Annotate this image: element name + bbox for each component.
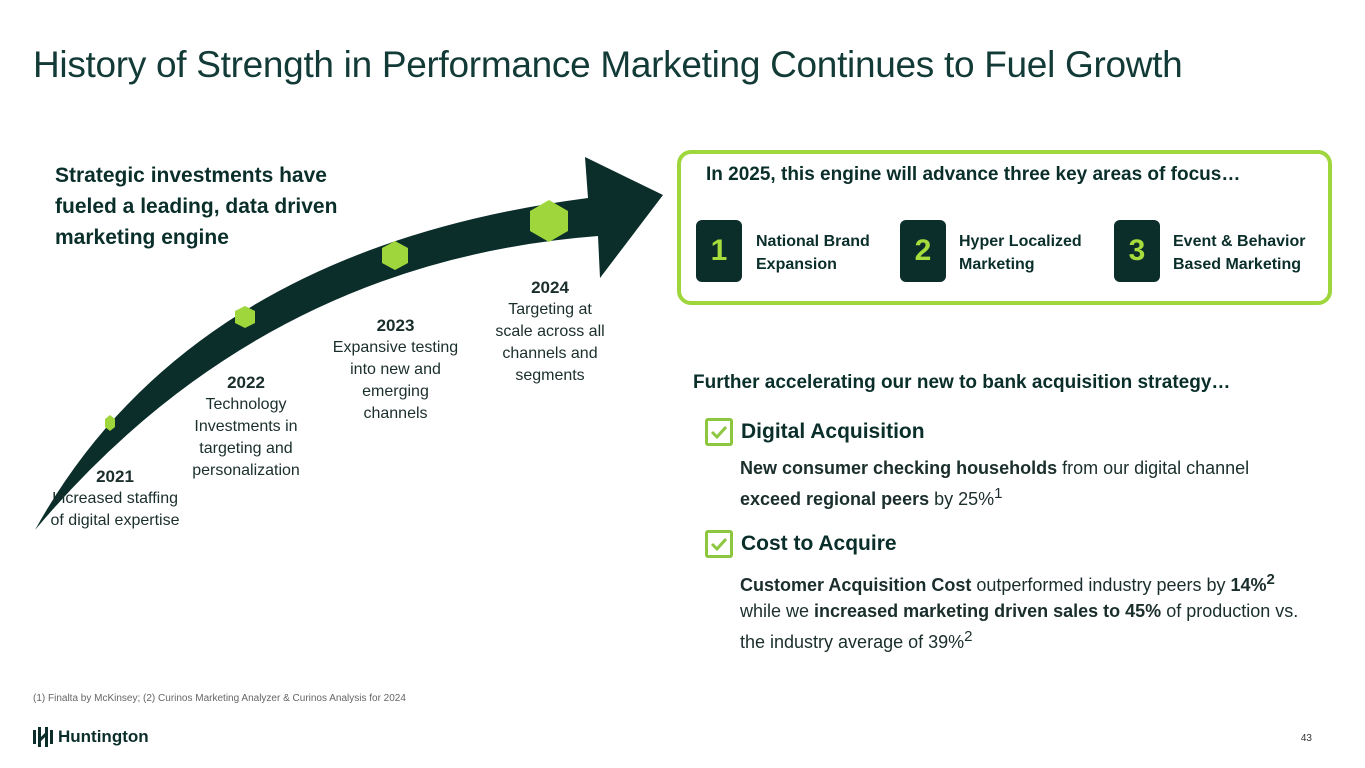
point-body-cost: Customer Acquisition Cost outperformed i… bbox=[740, 571, 1299, 652]
hexagon-2023 bbox=[382, 241, 408, 270]
huntington-logo: Huntington bbox=[33, 727, 149, 747]
page-number: 43 bbox=[1300, 733, 1312, 744]
hexagon-2024 bbox=[530, 200, 568, 242]
footnote: (1) Finalta by McKinsey; (2) Curinos Mar… bbox=[33, 693, 406, 704]
point-heading-digital: Digital Acquisition bbox=[741, 420, 925, 443]
checkbox-icon bbox=[705, 418, 733, 446]
focus-title: In 2025, this engine will advance three … bbox=[706, 164, 1241, 185]
checkbox-icon bbox=[705, 530, 733, 558]
further-heading: Further accelerating our new to bank acq… bbox=[693, 372, 1231, 393]
focus-areas-box: In 2025, this engine will advance three … bbox=[677, 150, 1332, 305]
growth-arrow bbox=[35, 157, 663, 530]
lead-text: Strategic investments have fueled a lead… bbox=[55, 164, 338, 249]
huntington-logo-icon bbox=[33, 727, 53, 747]
focus-label-3: Event & Behavior Based Marketing bbox=[1173, 233, 1306, 273]
focus-label-2: Hyper Localized Marketing bbox=[959, 233, 1082, 273]
focus-number-3: 3 bbox=[1114, 220, 1160, 282]
focus-number-2: 2 bbox=[900, 220, 946, 282]
hexagon-2021 bbox=[105, 415, 115, 431]
focus-number-1: 1 bbox=[696, 220, 742, 282]
point-heading-cost: Cost to Acquire bbox=[741, 532, 897, 555]
hexagon-2022 bbox=[235, 306, 255, 328]
slide-title: History of Strength in Performance Marke… bbox=[33, 44, 1183, 85]
point-body-digital: New consumer checking households from ou… bbox=[740, 458, 1250, 509]
focus-label-1: National Brand Expansion bbox=[756, 233, 870, 273]
